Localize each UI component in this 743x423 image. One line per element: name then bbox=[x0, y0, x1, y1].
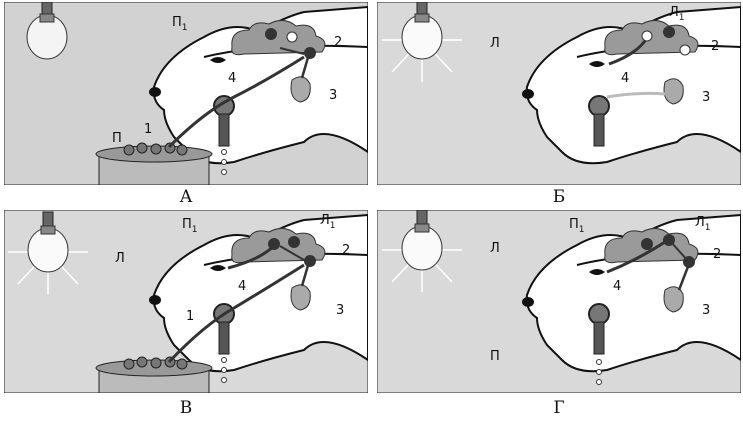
label-p1: П1 bbox=[569, 217, 585, 235]
label-4: 4 bbox=[613, 279, 621, 294]
efferent-nerve bbox=[677, 263, 691, 291]
cortex-connection bbox=[279, 47, 305, 55]
temporary-connection bbox=[279, 245, 305, 261]
afferent-nerve bbox=[167, 55, 305, 149]
label-p1-main: П bbox=[569, 217, 579, 232]
center-l1 bbox=[286, 31, 298, 43]
label-4: 4 bbox=[228, 71, 236, 86]
panel-v-diagram: Л П1 Л1 2 3 4 1 bbox=[4, 210, 368, 393]
food-bowl-icon bbox=[95, 356, 213, 393]
center-p1 bbox=[641, 238, 653, 250]
label-l1-sub: 1 bbox=[705, 223, 711, 233]
optic-nerve bbox=[606, 240, 666, 274]
saliva-drops bbox=[596, 359, 602, 385]
caption-v: В bbox=[179, 398, 193, 418]
panel-g: Л П П1 Л1 2 3 4 bbox=[377, 210, 741, 393]
label-1: 1 bbox=[144, 122, 152, 137]
dog-nose bbox=[149, 295, 161, 305]
lamp-label: Л bbox=[490, 36, 500, 51]
caption-g: Г bbox=[553, 398, 565, 418]
center-2 bbox=[304, 47, 316, 59]
salivary-gland bbox=[663, 286, 684, 313]
label-l1-main: Л bbox=[695, 215, 705, 230]
label-l1-sub: 1 bbox=[330, 221, 336, 231]
fistula-tube bbox=[593, 113, 605, 147]
lamp-on-icon bbox=[382, 2, 462, 82]
label-p1: П1 bbox=[172, 15, 188, 33]
fistula-tube bbox=[593, 321, 605, 355]
label-p1-main: П bbox=[182, 217, 192, 232]
fistula-tube bbox=[218, 113, 230, 147]
afferent-nerve bbox=[167, 263, 305, 364]
food-bowl-icon bbox=[95, 142, 213, 185]
panel-g-diagram: Л П П1 Л1 2 3 4 bbox=[377, 210, 741, 393]
label-4: 4 bbox=[238, 279, 246, 294]
label-2: 2 bbox=[334, 35, 342, 50]
center-p1 bbox=[265, 28, 277, 40]
center-l1 bbox=[663, 234, 675, 246]
brain-cortex bbox=[231, 20, 326, 56]
lamp-on-icon bbox=[382, 210, 462, 292]
label-3: 3 bbox=[336, 303, 344, 318]
label-4: 4 bbox=[621, 71, 629, 86]
label-l1-sub: 1 bbox=[679, 13, 685, 23]
label-2: 2 bbox=[342, 243, 350, 258]
label-p1-sub: 1 bbox=[579, 225, 585, 235]
label-l1-main: Л bbox=[669, 5, 679, 20]
dog-eye bbox=[210, 57, 226, 63]
label-l1: Л1 bbox=[320, 213, 336, 231]
lamp-label: Л bbox=[490, 241, 500, 256]
dog-eye bbox=[589, 269, 605, 275]
label-l1-main: Л bbox=[320, 213, 330, 228]
saliva-drops bbox=[221, 149, 227, 175]
label-2: 2 bbox=[713, 247, 721, 262]
center-2 bbox=[304, 255, 316, 267]
label-p1: П1 bbox=[182, 217, 198, 235]
label-l1: Л1 bbox=[669, 5, 685, 23]
dog-nose bbox=[522, 89, 534, 99]
panel-b: Л Л1 2 3 4 bbox=[377, 2, 741, 185]
label-p1-main: П bbox=[172, 15, 182, 30]
center-2 bbox=[683, 256, 695, 268]
label-1: 1 bbox=[186, 309, 194, 324]
center-l1 bbox=[288, 236, 300, 248]
label-3: 3 bbox=[702, 90, 710, 105]
label-p1-sub: 1 bbox=[192, 225, 198, 235]
fistula-ring bbox=[588, 95, 610, 117]
dog-nose bbox=[149, 87, 161, 97]
salivary-gland bbox=[663, 78, 684, 105]
panel-v: Л П1 Л1 2 3 4 1 bbox=[4, 210, 368, 393]
label-3: 3 bbox=[329, 88, 337, 103]
label-2: 2 bbox=[711, 39, 719, 54]
fistula-ring bbox=[588, 303, 610, 325]
dog-nose bbox=[522, 297, 534, 307]
center-p1 bbox=[268, 238, 280, 250]
label-p1-sub: 1 bbox=[182, 23, 188, 33]
food-label: П bbox=[112, 131, 122, 146]
caption-a: А bbox=[179, 187, 193, 207]
panel-a: П 1 П1 2 3 4 bbox=[4, 2, 368, 185]
saliva-drops bbox=[221, 357, 227, 383]
food-label: П bbox=[490, 349, 500, 364]
fistula-tube bbox=[218, 321, 230, 355]
center-p1 bbox=[641, 30, 653, 42]
lamp-off-icon bbox=[26, 2, 68, 60]
gland-duct bbox=[606, 91, 666, 99]
lamp-on-icon bbox=[8, 211, 88, 294]
dog-eye bbox=[589, 61, 605, 67]
label-3: 3 bbox=[702, 303, 710, 318]
salivary-gland bbox=[290, 284, 311, 311]
label-l1: Л1 bbox=[695, 215, 711, 233]
panel-a-diagram: П 1 П1 2 3 4 bbox=[4, 2, 368, 185]
center-l1 bbox=[663, 26, 675, 38]
lamp-label: Л bbox=[115, 251, 125, 266]
panel-b-diagram: Л Л1 2 3 4 bbox=[377, 2, 741, 185]
caption-b: Б bbox=[552, 187, 566, 207]
salivary-gland bbox=[290, 76, 311, 103]
dog-eye bbox=[210, 265, 226, 271]
center-2 bbox=[679, 44, 691, 56]
